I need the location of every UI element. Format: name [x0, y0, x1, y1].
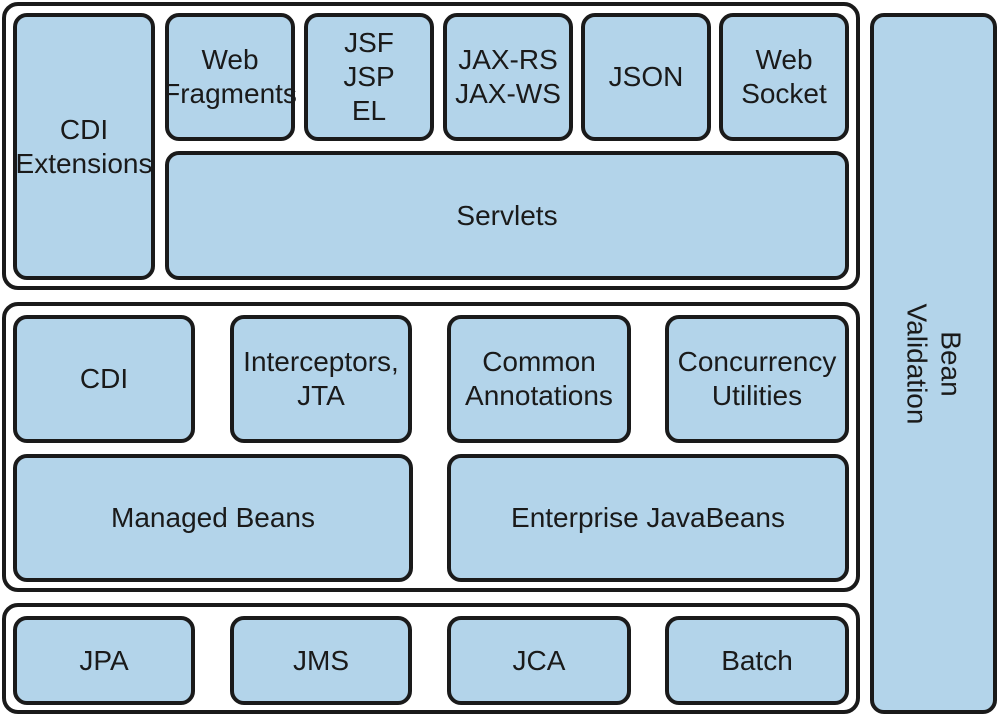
jsf-jsp-el-box: JSF JSP EL: [304, 13, 434, 141]
concurrency-utilities-box: Concurrency Utilities: [665, 315, 849, 443]
jax-rs-ws-label: JAX-RS JAX-WS: [455, 44, 561, 109]
managed-beans-label: Managed Beans: [111, 502, 315, 533]
cdi-extensions-box: CDI Extensions: [13, 13, 155, 280]
bean-validation-label: Bean Validation: [901, 303, 967, 424]
enterprise-javabeans-label: Enterprise JavaBeans: [511, 502, 785, 533]
servlets-label: Servlets: [456, 199, 558, 231]
jax-rs-ws-box: JAX-RS JAX-WS: [443, 13, 573, 141]
web-socket-label: Web Socket: [741, 44, 827, 109]
concurrency-utilities-label: Concurrency Utilities: [677, 346, 837, 411]
web-fragments-label: Web Fragments: [163, 44, 297, 109]
jms-label: JMS: [293, 644, 349, 676]
cdi-extensions-label: CDI Extensions: [15, 113, 153, 179]
jpa-box: JPA: [13, 616, 195, 705]
jsf-jsp-el-label: JSF JSP EL: [343, 27, 395, 126]
jpa-label: JPA: [79, 644, 129, 676]
interceptors-jta-box: Interceptors, JTA: [230, 315, 412, 443]
common-annotations-box: Common Annotations: [447, 315, 631, 443]
batch-box: Batch: [665, 616, 849, 705]
servlets-box: Servlets: [165, 151, 849, 280]
cdi-label: CDI: [79, 363, 129, 394]
common-annotations-label: Common Annotations: [465, 346, 613, 411]
jms-box: JMS: [230, 616, 412, 705]
managed-beans-box: Managed Beans: [13, 454, 413, 582]
batch-label: Batch: [721, 644, 793, 676]
jca-box: JCA: [447, 616, 631, 705]
interceptors-jta-label: Interceptors, JTA: [243, 346, 399, 411]
web-fragments-box: Web Fragments: [163, 13, 297, 141]
json-label: JSON: [608, 61, 684, 92]
json-box: JSON: [581, 13, 711, 141]
web-socket-box: Web Socket: [719, 13, 849, 141]
cdi-box: CDI: [13, 315, 195, 443]
bean-validation-box: Bean Validation: [870, 13, 997, 714]
enterprise-javabeans-box: Enterprise JavaBeans: [447, 454, 849, 582]
jca-label: JCA: [512, 644, 566, 676]
